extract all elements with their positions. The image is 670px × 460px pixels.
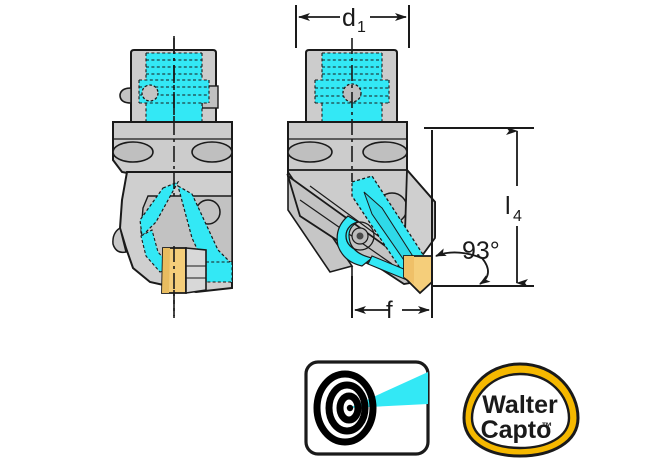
insert-shadow — [162, 248, 170, 293]
angle-arc-right — [479, 257, 491, 285]
f-label: f — [386, 297, 393, 324]
capto-logo-line2: Capto — [481, 416, 552, 444]
coolant-slot-right — [362, 141, 408, 163]
coolant-slot-left — [287, 141, 333, 163]
insert-shadow — [404, 256, 414, 284]
capto-polygon-inner — [470, 372, 571, 450]
l4-label: l — [505, 192, 511, 220]
angle-93: 93° — [431, 130, 500, 286]
side-view: d 1 — [286, 4, 534, 324]
angle-arc-left — [435, 248, 483, 259]
capto-trademark-icon: ™ — [542, 421, 553, 433]
insert-clamp-plate — [185, 247, 207, 294]
logo-row: Walter Capto ™ — [304, 360, 580, 458]
precision-coolant-logo — [304, 360, 430, 456]
coolant-slot-right — [191, 141, 233, 163]
front-view-body — [112, 121, 233, 213]
walter-capto-logo: Walter Capto ™ — [462, 362, 580, 458]
front-view — [112, 36, 233, 318]
l4-subscript: 4 — [513, 208, 522, 225]
angle-label: 93° — [462, 237, 500, 265]
d1-label: d — [342, 4, 356, 32]
clamp-screw-circle — [141, 84, 159, 102]
capto-logo-line1: Walter — [482, 391, 558, 419]
screw-ring-outer — [345, 221, 375, 251]
front-view-insert — [161, 247, 207, 294]
head-side-lug — [112, 226, 127, 254]
dimension-d1: d 1 — [295, 4, 410, 48]
shank-lug-left — [119, 87, 132, 104]
side-view-insert — [403, 255, 433, 295]
d1-subscript: 1 — [357, 19, 366, 36]
target-rings — [313, 370, 377, 446]
coolant-outlet-right — [205, 261, 233, 283]
coolant-branch-left — [139, 180, 180, 238]
coolant-slot-left — [112, 141, 154, 163]
target-center — [346, 404, 354, 412]
screw-center — [356, 232, 364, 240]
dimension-l4: l 4 — [424, 127, 534, 287]
